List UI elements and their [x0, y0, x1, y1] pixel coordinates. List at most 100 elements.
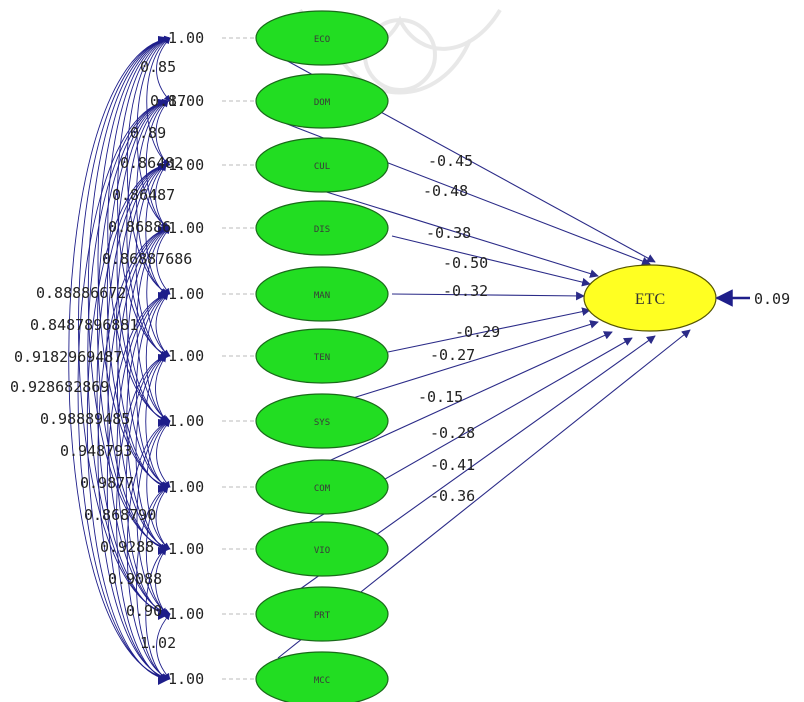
latent-label: COM: [314, 484, 331, 494]
correlation-curve: [117, 226, 171, 551]
variance-label: 1.00: [168, 412, 204, 430]
correlation-curve: [136, 37, 171, 229]
correlation-curve: [78, 35, 171, 617]
correlation-label: 0.868790: [84, 506, 156, 524]
path-coefficient: -0.32: [443, 282, 488, 300]
variance-arrowhead: [158, 226, 170, 234]
path-coefficient: -0.48: [423, 182, 468, 200]
variance-label: 1.00: [168, 285, 204, 303]
correlation-label: 0.98889485: [40, 410, 130, 428]
path-arrow: [387, 307, 591, 353]
correlation-label: 0.87: [150, 92, 186, 110]
latent-ellipse-com: [255, 459, 389, 515]
correlation-curves: [68, 35, 171, 682]
latent-ellipse-man: [255, 266, 389, 322]
correlation-label: 0.89: [130, 124, 166, 142]
error-term: 0.09: [715, 289, 790, 308]
correlation-label: 0.86487: [112, 186, 175, 204]
correlation-curve: [145, 100, 169, 229]
correlation-curve: [106, 292, 169, 681]
correlation-curve: [126, 419, 171, 681]
correlation-label: 1.02: [140, 634, 176, 652]
variance-arrowhead: [158, 677, 170, 685]
latent-label: VIO: [314, 546, 330, 556]
correlation-labels: 0.850.870.890.864820.864870.868860.86887…: [10, 58, 192, 652]
outcome-label: ETC: [635, 291, 665, 308]
correlation-curve: [106, 163, 167, 551]
latent-ellipse-cul: [255, 137, 389, 193]
path-coefficient: -0.50: [443, 254, 488, 272]
path-coefficient: -0.45: [428, 152, 473, 170]
correlation-curve: [77, 98, 169, 682]
correlation-curve: [146, 37, 171, 166]
correlation-label: 0.88886672: [36, 284, 126, 302]
correlation-label: 0.86887686: [102, 250, 192, 268]
correlation-curve: [145, 355, 167, 488]
correlation-curve: [87, 98, 169, 617]
variance-label: 1.00: [168, 605, 204, 623]
correlation-curve: [116, 354, 167, 681]
correlation-label: 0.86482: [120, 154, 183, 172]
correlation-label: 0.9088: [108, 570, 162, 588]
variance-arrowhead: [158, 419, 170, 427]
variance-label: 1.00: [168, 670, 204, 688]
path-coefficient: -0.41: [430, 456, 475, 474]
correlation-curve: [136, 420, 171, 615]
path-arrow: [319, 331, 613, 466]
latent-ellipse-eco: [255, 10, 389, 66]
latent-ellipse-mcc: [255, 651, 389, 702]
latent-label: TEN: [314, 353, 330, 363]
path-coefficient: -0.28: [430, 424, 475, 442]
variance-arrowhead: [158, 99, 170, 107]
latent-ellipse-ten: [255, 328, 389, 384]
latent-label: SYS: [314, 418, 330, 428]
correlation-curve: [116, 99, 169, 423]
latent-label: MAN: [314, 291, 330, 301]
outcome-node: ETC: [583, 264, 717, 332]
correlation-curve: [125, 355, 167, 615]
correlation-label: 0.928682869: [10, 378, 109, 396]
variance-label: 1.00: [168, 478, 204, 496]
path-coefficient: -0.27: [430, 346, 475, 364]
correlation-curve: [136, 100, 169, 295]
correlation-curve: [136, 227, 171, 422]
latent-ellipse-sys: [255, 393, 389, 449]
correlation-curve: [107, 226, 171, 616]
variance-arrowhead: [158, 547, 170, 555]
correlation-curve: [146, 227, 171, 357]
correlation-curve: [116, 292, 169, 616]
correlation-label: 0.9877: [80, 474, 134, 492]
correlation-curve: [117, 36, 171, 358]
correlation-curve: [87, 35, 171, 552]
path-coefficient-labels: -0.45-0.48-0.38-0.50-0.32-0.29-0.27-0.15…: [418, 152, 500, 505]
variance-label: 1.00: [168, 156, 204, 174]
latent-label: DOM: [314, 98, 331, 108]
variance-arrowhead: [158, 163, 170, 171]
latent-ellipse-dis: [255, 200, 389, 256]
latent-label: DIS: [314, 225, 330, 235]
variance-arrowhead: [158, 354, 170, 362]
correlation-label: 0.8487896881: [30, 316, 138, 334]
latent-ellipse-prt: [255, 586, 389, 642]
correlation-curve: [155, 293, 169, 357]
variance-label: 1.00: [168, 29, 204, 47]
correlation-curve: [145, 293, 169, 422]
correlation-label: 0.9288: [100, 538, 154, 556]
correlation-curve: [125, 164, 167, 422]
variance-label: 1.00: [168, 219, 204, 237]
variance-label: 1.00: [168, 347, 204, 365]
variance-arrowhead: [158, 292, 170, 300]
variance-arrowhead: [158, 485, 170, 493]
path-arrow: [319, 189, 599, 278]
correlation-label: 0.85: [140, 58, 176, 76]
correlation-label: 0.948793: [60, 442, 132, 460]
path-coefficient: -0.15: [418, 388, 463, 406]
correlation-curve: [155, 486, 169, 550]
path-coefficient: -0.29: [455, 323, 500, 341]
correlation-curve: [145, 548, 167, 680]
latent-label: ECO: [314, 35, 330, 45]
latent-label: CUL: [314, 162, 330, 172]
correlation-curve: [145, 164, 167, 295]
